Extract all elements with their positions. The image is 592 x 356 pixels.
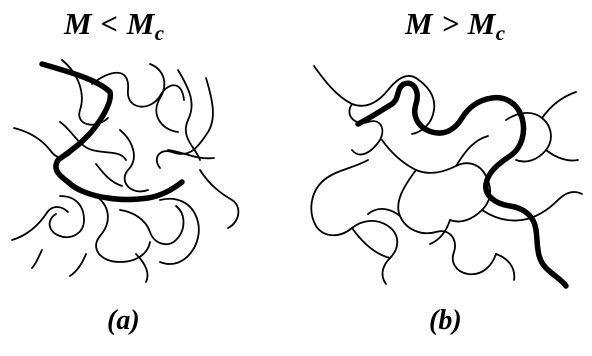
long-chain	[311, 160, 397, 284]
long-chain	[496, 254, 514, 280]
short-chain	[70, 254, 86, 276]
short-chain	[120, 130, 148, 191]
long-chain	[398, 170, 496, 274]
short-chain	[50, 196, 84, 237]
highlighted-chain	[42, 64, 182, 200]
long-chain	[542, 92, 576, 118]
short-chain	[120, 206, 184, 244]
short-chain	[96, 164, 122, 186]
long-chain	[352, 228, 390, 258]
short-chain	[200, 170, 238, 228]
long-chain	[368, 209, 400, 216]
panel-b-chains	[296, 0, 592, 300]
panel-b: M > Mc (b)	[296, 0, 592, 356]
long-chain	[546, 150, 578, 161]
long-chain	[456, 136, 488, 166]
panel-a-chains	[0, 0, 296, 300]
panel-b-caption: (b)	[429, 305, 462, 337]
short-chain	[150, 64, 178, 132]
panel-a-caption: (a)	[107, 305, 140, 337]
panel-a: M < Mc (a)	[0, 0, 296, 356]
short-chain	[32, 250, 42, 268]
short-chain	[96, 196, 150, 262]
